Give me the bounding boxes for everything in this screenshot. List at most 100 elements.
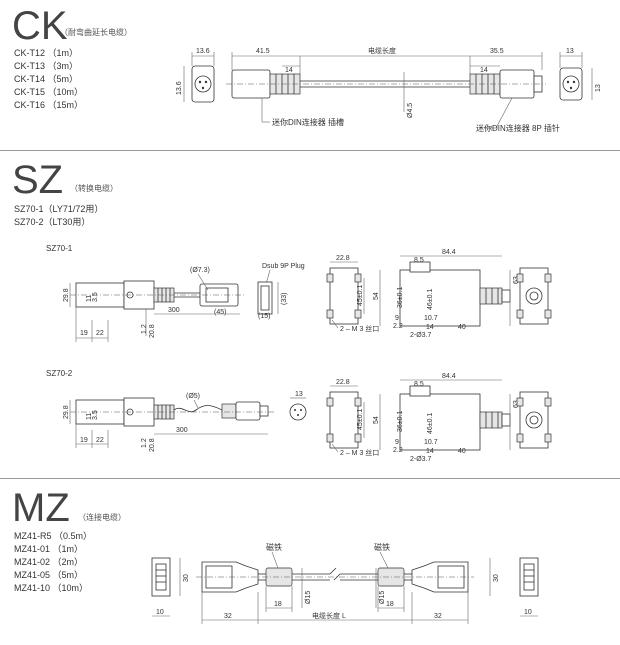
list-item: MZ41-01 （1m） <box>14 544 84 554</box>
sz701-dsub-end-view: Dsub 9P Plug (15) (33) <box>257 263 305 320</box>
dim-label: (Ø7.3) <box>190 267 210 274</box>
dim-label: (33) <box>281 293 288 305</box>
dim-label: 36±0.1 <box>397 287 404 308</box>
dim-label: 13.6 <box>176 81 183 95</box>
dim-label: 14 <box>426 448 434 455</box>
dim-label: 13 <box>295 391 303 398</box>
dim-label: 46±0.1 <box>427 413 434 434</box>
dim-label: (45) <box>214 309 226 316</box>
sz701-body-end-view: 22.8 45±0.1 2 – M 3 丝口 <box>326 255 379 333</box>
ck-pin-end-view <box>559 67 583 101</box>
sz701-label: SZ70-1 <box>46 244 73 253</box>
sz702-side-view: 29.8 19 22 300 (Ø5) 1.2 20.8 11 3.5 <box>63 393 274 452</box>
mz-left-end-view <box>151 557 171 597</box>
list-item: CK-T14 （5m） <box>14 74 79 84</box>
callout-label: 迷你DIN连接器 8P 插针 <box>476 123 560 133</box>
dim-label: Dsub 9P Plug <box>262 263 305 270</box>
ck-model-list: CK-T12 （1m） CK-T13 （3m） CK-T14 （5m） CK-T… <box>14 47 83 112</box>
dim-label: 22.8 <box>336 379 350 386</box>
list-item: MZ41-10 （10m） <box>14 583 89 593</box>
dim-label: 19 <box>80 437 88 444</box>
dim-label: 1.2 <box>141 438 148 448</box>
list-item: CK-T16 （15m） <box>14 100 84 110</box>
ck-code: CK <box>12 4 68 48</box>
dim-label: 300 <box>168 307 180 314</box>
dim-label: 54 <box>373 416 380 424</box>
dim-label: 10 <box>524 609 532 616</box>
sz-subtitle: （转换电缆） <box>70 184 118 193</box>
dim-label: (Ø5) <box>186 393 200 400</box>
dim-label: 22.8 <box>336 255 350 262</box>
dim-label: 29.8 <box>63 288 70 302</box>
dim-label: (15) <box>258 313 270 320</box>
list-item: CK-T15 （10m） <box>14 87 84 97</box>
dim-label: 1.2 <box>141 324 148 334</box>
dim-label: Ø15 <box>379 591 386 604</box>
dim-label: 84.4 <box>442 373 456 380</box>
dim-label: 8.5 <box>414 257 424 264</box>
ck-socket-end-view <box>191 65 215 103</box>
dim-label: 54 <box>373 292 380 300</box>
list-item: SZ70-1（LY71/72用） <box>14 204 104 214</box>
dim-label: 20.8 <box>149 324 156 338</box>
mz-code: MZ <box>12 486 70 530</box>
dim-label: 30 <box>183 574 190 582</box>
list-item: MZ41-02 （2m） <box>14 557 84 567</box>
mz-right-end-view <box>519 557 539 597</box>
dim-label: 2 – M 3 丝口 <box>340 324 379 333</box>
dim-label: 8.5 <box>414 381 424 388</box>
dim-label: 2 – M 3 丝口 <box>340 448 379 457</box>
sz702-body-end-view: 22.8 45±0.1 2 – M 3 丝口 <box>326 379 379 457</box>
dim-label: 20.8 <box>149 438 156 452</box>
dim-label: 2-Ø3.7 <box>410 332 432 339</box>
dim-label: 10.7 <box>424 315 438 322</box>
dim-label: 36±0.1 <box>397 411 404 432</box>
dim-label: 10 <box>156 609 164 616</box>
sz701-front-view <box>516 267 552 325</box>
dim-label: 63 <box>513 276 520 284</box>
dim-label: Ø4.5 <box>407 103 414 118</box>
callout-label: 迷你DIN连接器 插槽 <box>272 117 344 127</box>
dim-label: 22 <box>96 437 104 444</box>
sz701-end-body <box>329 267 359 325</box>
dim-label: 2-Ø3.7 <box>410 456 432 463</box>
ferrite-label: 磁铁 <box>374 542 390 552</box>
dim-label: 84.4 <box>442 249 456 256</box>
section-divider <box>0 478 620 479</box>
sz702-mount-view: 84.4 63 54 36±0.1 46±0.1 8.5 9 2.2 10.7 … <box>373 373 520 463</box>
dim-label: 300 <box>176 427 188 434</box>
dim-label: 14 <box>480 67 488 74</box>
dim-label: 30 <box>493 574 500 582</box>
dim-label: 10.7 <box>424 439 438 446</box>
dim-label: 35.5 <box>490 48 504 55</box>
dim-label: 9 <box>395 315 399 322</box>
dim-label: 2.2 <box>393 323 403 330</box>
dim-label: 32 <box>224 613 232 620</box>
dim-label: Ø15 <box>305 591 312 604</box>
dim-label: 45±0.1 <box>357 409 364 430</box>
dim-label: 3.5 <box>92 292 99 302</box>
dim-label: 40 <box>458 448 466 455</box>
dim-label: 46±0.1 <box>427 289 434 310</box>
sz701-side-view: 29.8 19 22 300 (45) (Ø7.3) 1.2 20.8 11 3… <box>63 267 244 342</box>
sz702-label: SZ70-2 <box>46 369 73 378</box>
dim-label: 18 <box>386 601 394 608</box>
list-item: MZ41-05 （5m） <box>14 570 84 580</box>
dim-label: 14 <box>285 67 293 74</box>
dim-label: 41.5 <box>256 48 270 55</box>
dim-label: 19 <box>80 330 88 337</box>
dim-label: 45±0.1 <box>357 285 364 306</box>
ck-socket-face <box>194 75 212 93</box>
sz701-mount-view: 84.4 63 54 36±0.1 46±0.1 8.5 9 2.2 10.7 … <box>373 249 520 339</box>
dim-label: 电缆长度 <box>368 46 396 55</box>
dim-label: 63 <box>513 400 520 408</box>
section-divider <box>0 150 620 151</box>
dim-label: 14 <box>426 324 434 331</box>
list-item: CK-T12 （1m） <box>14 48 79 58</box>
ck-subtitle: （耐弯曲延长电缆） <box>60 28 132 37</box>
mz-model-list: MZ41-R5 （0.5m） MZ41-01 （1m） MZ41-02 （2m）… <box>14 530 92 595</box>
mz-subtitle: （连接电缆） <box>78 513 126 522</box>
